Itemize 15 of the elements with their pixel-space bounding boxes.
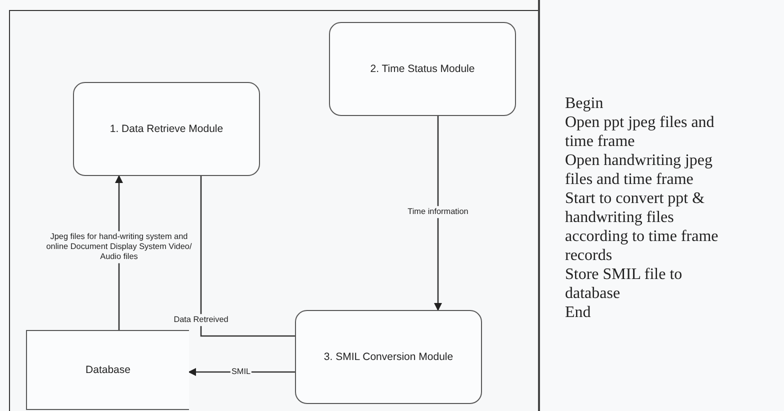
process-box: 3. SMIL Conversion Module [295, 310, 482, 404]
connector-line [200, 176, 295, 337]
data-store: Database [26, 330, 189, 410]
step-text: Store SMIL file to database [565, 265, 684, 303]
step-text: Begin [565, 94, 604, 113]
step-text: End [565, 303, 592, 322]
process-box: 2. Time Status Module [329, 22, 516, 116]
arrow [188, 368, 295, 376]
arrow [434, 116, 442, 311]
step-text: Start to convert ppt & handwriting files according to time frame records [565, 189, 720, 265]
step-text: Open ppt jpeg files and time frame [565, 113, 716, 151]
process-box: 1. Data Retrieve Module [73, 82, 260, 176]
step-text: Open handwriting jpeg files and time frame [565, 151, 714, 189]
edge-label: Time information [406, 206, 470, 218]
edge-label: Data Retreived [172, 314, 230, 326]
